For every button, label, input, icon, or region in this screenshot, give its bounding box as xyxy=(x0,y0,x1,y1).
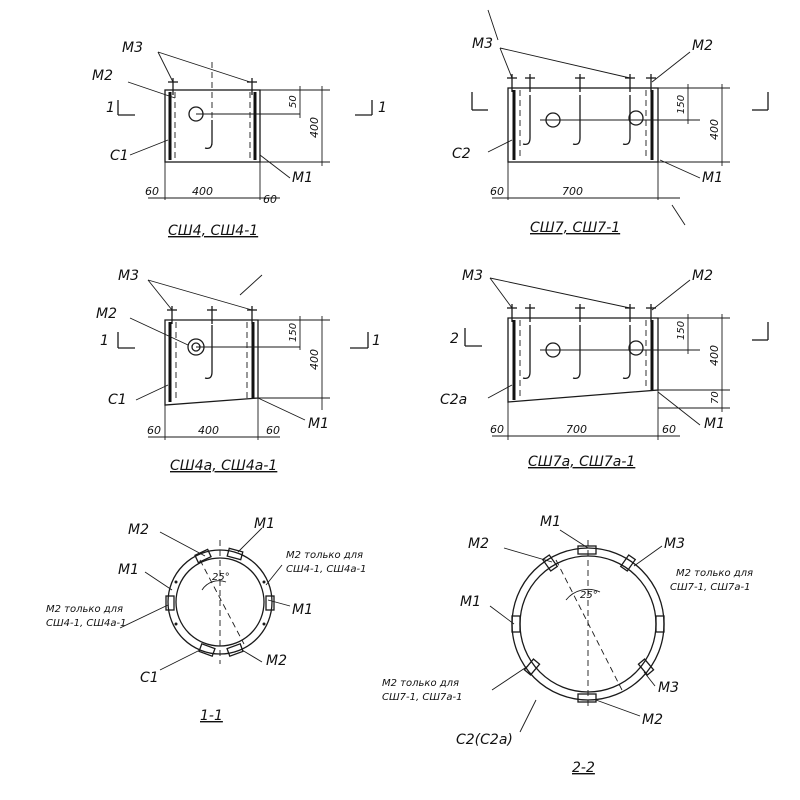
sec11-angle: 25° xyxy=(212,572,230,583)
sh7a-caption: СШ7а, СШ7а-1 xyxy=(528,454,635,470)
sec22-note-left-l2: СШ7-1, СШ7а-1 xyxy=(382,692,463,703)
sh4-label-m1: M1 xyxy=(292,170,313,186)
sec22-note-right-l2: СШ7-1, СШ7а-1 xyxy=(670,582,751,593)
sh4-hook xyxy=(204,120,213,150)
sh7a-dim-400-v: 400 xyxy=(708,345,721,366)
sec22-caption: 2-2 xyxy=(572,760,595,776)
sh4a-section-mark-right: 1 xyxy=(372,333,381,349)
sh4-body xyxy=(164,89,261,163)
sh4-dim-60-left: 60 xyxy=(145,185,159,198)
sh4-section-mark-left: 1 xyxy=(106,100,115,116)
sh4a-dim-150: 150 xyxy=(288,323,299,342)
view-sh7a: 700 60 60 400 150 70 2 M3 M2 C2a M1 СШ7а… xyxy=(440,268,769,470)
sh4a-caption: СШ4а, СШ4а-1 xyxy=(170,458,277,474)
sec11-caption: 1-1 xyxy=(200,708,223,724)
sh7-body xyxy=(507,87,659,163)
sh7a-dim-150: 150 xyxy=(676,321,687,340)
sh7-caption: СШ7, СШ7-1 xyxy=(530,220,620,236)
sec11-note-right-l2: СШ4-1, СШ4а-1 xyxy=(286,564,367,575)
sh7-dim-400-v: 400 xyxy=(708,119,721,140)
sec22-label-m1-left: M1 xyxy=(460,594,481,610)
sh4a-dim-60-left: 60 xyxy=(147,424,161,437)
sh4a-section-mark-left: 1 xyxy=(100,333,109,349)
sh4a-dim-400: 400 xyxy=(198,424,219,437)
sh7a-dim-70: 70 xyxy=(710,391,721,404)
sec22-label-m2-top: M2 xyxy=(468,536,489,552)
sec11-label-m1-right: M1 xyxy=(292,602,313,618)
sec11-label-m2-bottom: M2 xyxy=(266,653,287,669)
sec11-label-c1: C1 xyxy=(140,670,159,686)
sec11-note-left-l1: М2 только для xyxy=(46,604,123,615)
sec11-note-right-l1: М2 только для xyxy=(286,550,363,561)
sec22-label-c2: C2(C2a) xyxy=(456,732,513,748)
sec22-note-right-l1: М2 только для xyxy=(676,568,753,579)
sh4-caption: СШ4, СШ4-1 xyxy=(168,223,258,239)
sh4-dim-400: 400 xyxy=(192,185,213,198)
sh4-section-mark-right: 1 xyxy=(378,100,387,116)
sec22-label-m3-right: M3 xyxy=(658,680,679,696)
sh4a-label-m3: M3 xyxy=(118,268,139,284)
view-sh7: 700 60 400 150 M3 M2 C2 M1 СШ7, СШ7-1 xyxy=(452,9,769,236)
sh7-label-m1: M1 xyxy=(702,170,723,186)
sh4a-dim-400-v: 400 xyxy=(308,349,321,370)
view-sh4a: 400 60 60 400 150 1 1 M3 M2 C1 M1 СШ4а, … xyxy=(96,268,381,474)
sh7-dim-150: 150 xyxy=(676,95,687,114)
sh7a-label-m1: M1 xyxy=(704,416,725,432)
sh4-label-m2: M2 xyxy=(92,68,113,84)
view-sh4: 400 60 60 400 50 1 1 M3 M2 C1 M1 СШ4, СШ… xyxy=(92,40,387,239)
sh7-label-c2: C2 xyxy=(452,146,471,162)
sec11-note-left-l2: СШ4-1, СШ4а-1 xyxy=(46,618,127,629)
sh7-label-m2: M2 xyxy=(692,38,713,54)
section-2-2: 25° M2 M1 M3 M1 M3 M2 C2(C2a) М2 только … xyxy=(382,514,753,776)
sh7-dim-60-left: 60 xyxy=(490,185,504,198)
sh7a-dim-700: 700 xyxy=(566,423,587,436)
sec22-label-m3-top: M3 xyxy=(664,536,685,552)
sh7a-label-m2: M2 xyxy=(692,268,713,284)
sh4-dim-60-right: 60 xyxy=(263,193,277,206)
sec22-note-left-l1: М2 только для xyxy=(382,678,459,689)
sh7a-dim-60-left: 60 xyxy=(490,423,504,436)
sh4a-label-m1: M1 xyxy=(308,416,329,432)
sh4a-label-m2: M2 xyxy=(96,306,117,322)
sec11-label-m2-top: M2 xyxy=(128,522,149,538)
sh7a-label-c2a: C2a xyxy=(440,392,467,408)
sh7-dim-700: 700 xyxy=(562,185,583,198)
sh7a-dim-60-right: 60 xyxy=(662,423,676,436)
sec11-label-m1-left: M1 xyxy=(118,562,139,578)
sh7a-label-m3: M3 xyxy=(462,268,483,284)
section-1-1: 25° M2 M1 M1 M1 C1 M2 М2 только для СШ4-… xyxy=(46,516,367,724)
sh4-label-m3: M3 xyxy=(122,40,143,56)
sec11-label-m1-top: M1 xyxy=(254,516,275,532)
sh7a-section-mark-left: 2 xyxy=(450,331,459,347)
sec22-angle: 25° xyxy=(580,590,598,601)
sh4-dim-50: 50 xyxy=(288,95,299,108)
sec22-label-m2-bottom: M2 xyxy=(642,712,663,728)
sh7-label-m3: M3 xyxy=(472,36,493,52)
sh4a-dim-60-right: 60 xyxy=(266,424,280,437)
sh4a-label-c1: C1 xyxy=(108,392,127,408)
sh4-dim-400-v: 400 xyxy=(308,117,321,138)
sec22-label-m1-top: M1 xyxy=(540,514,561,530)
sh4-label-c1: C1 xyxy=(110,148,129,164)
